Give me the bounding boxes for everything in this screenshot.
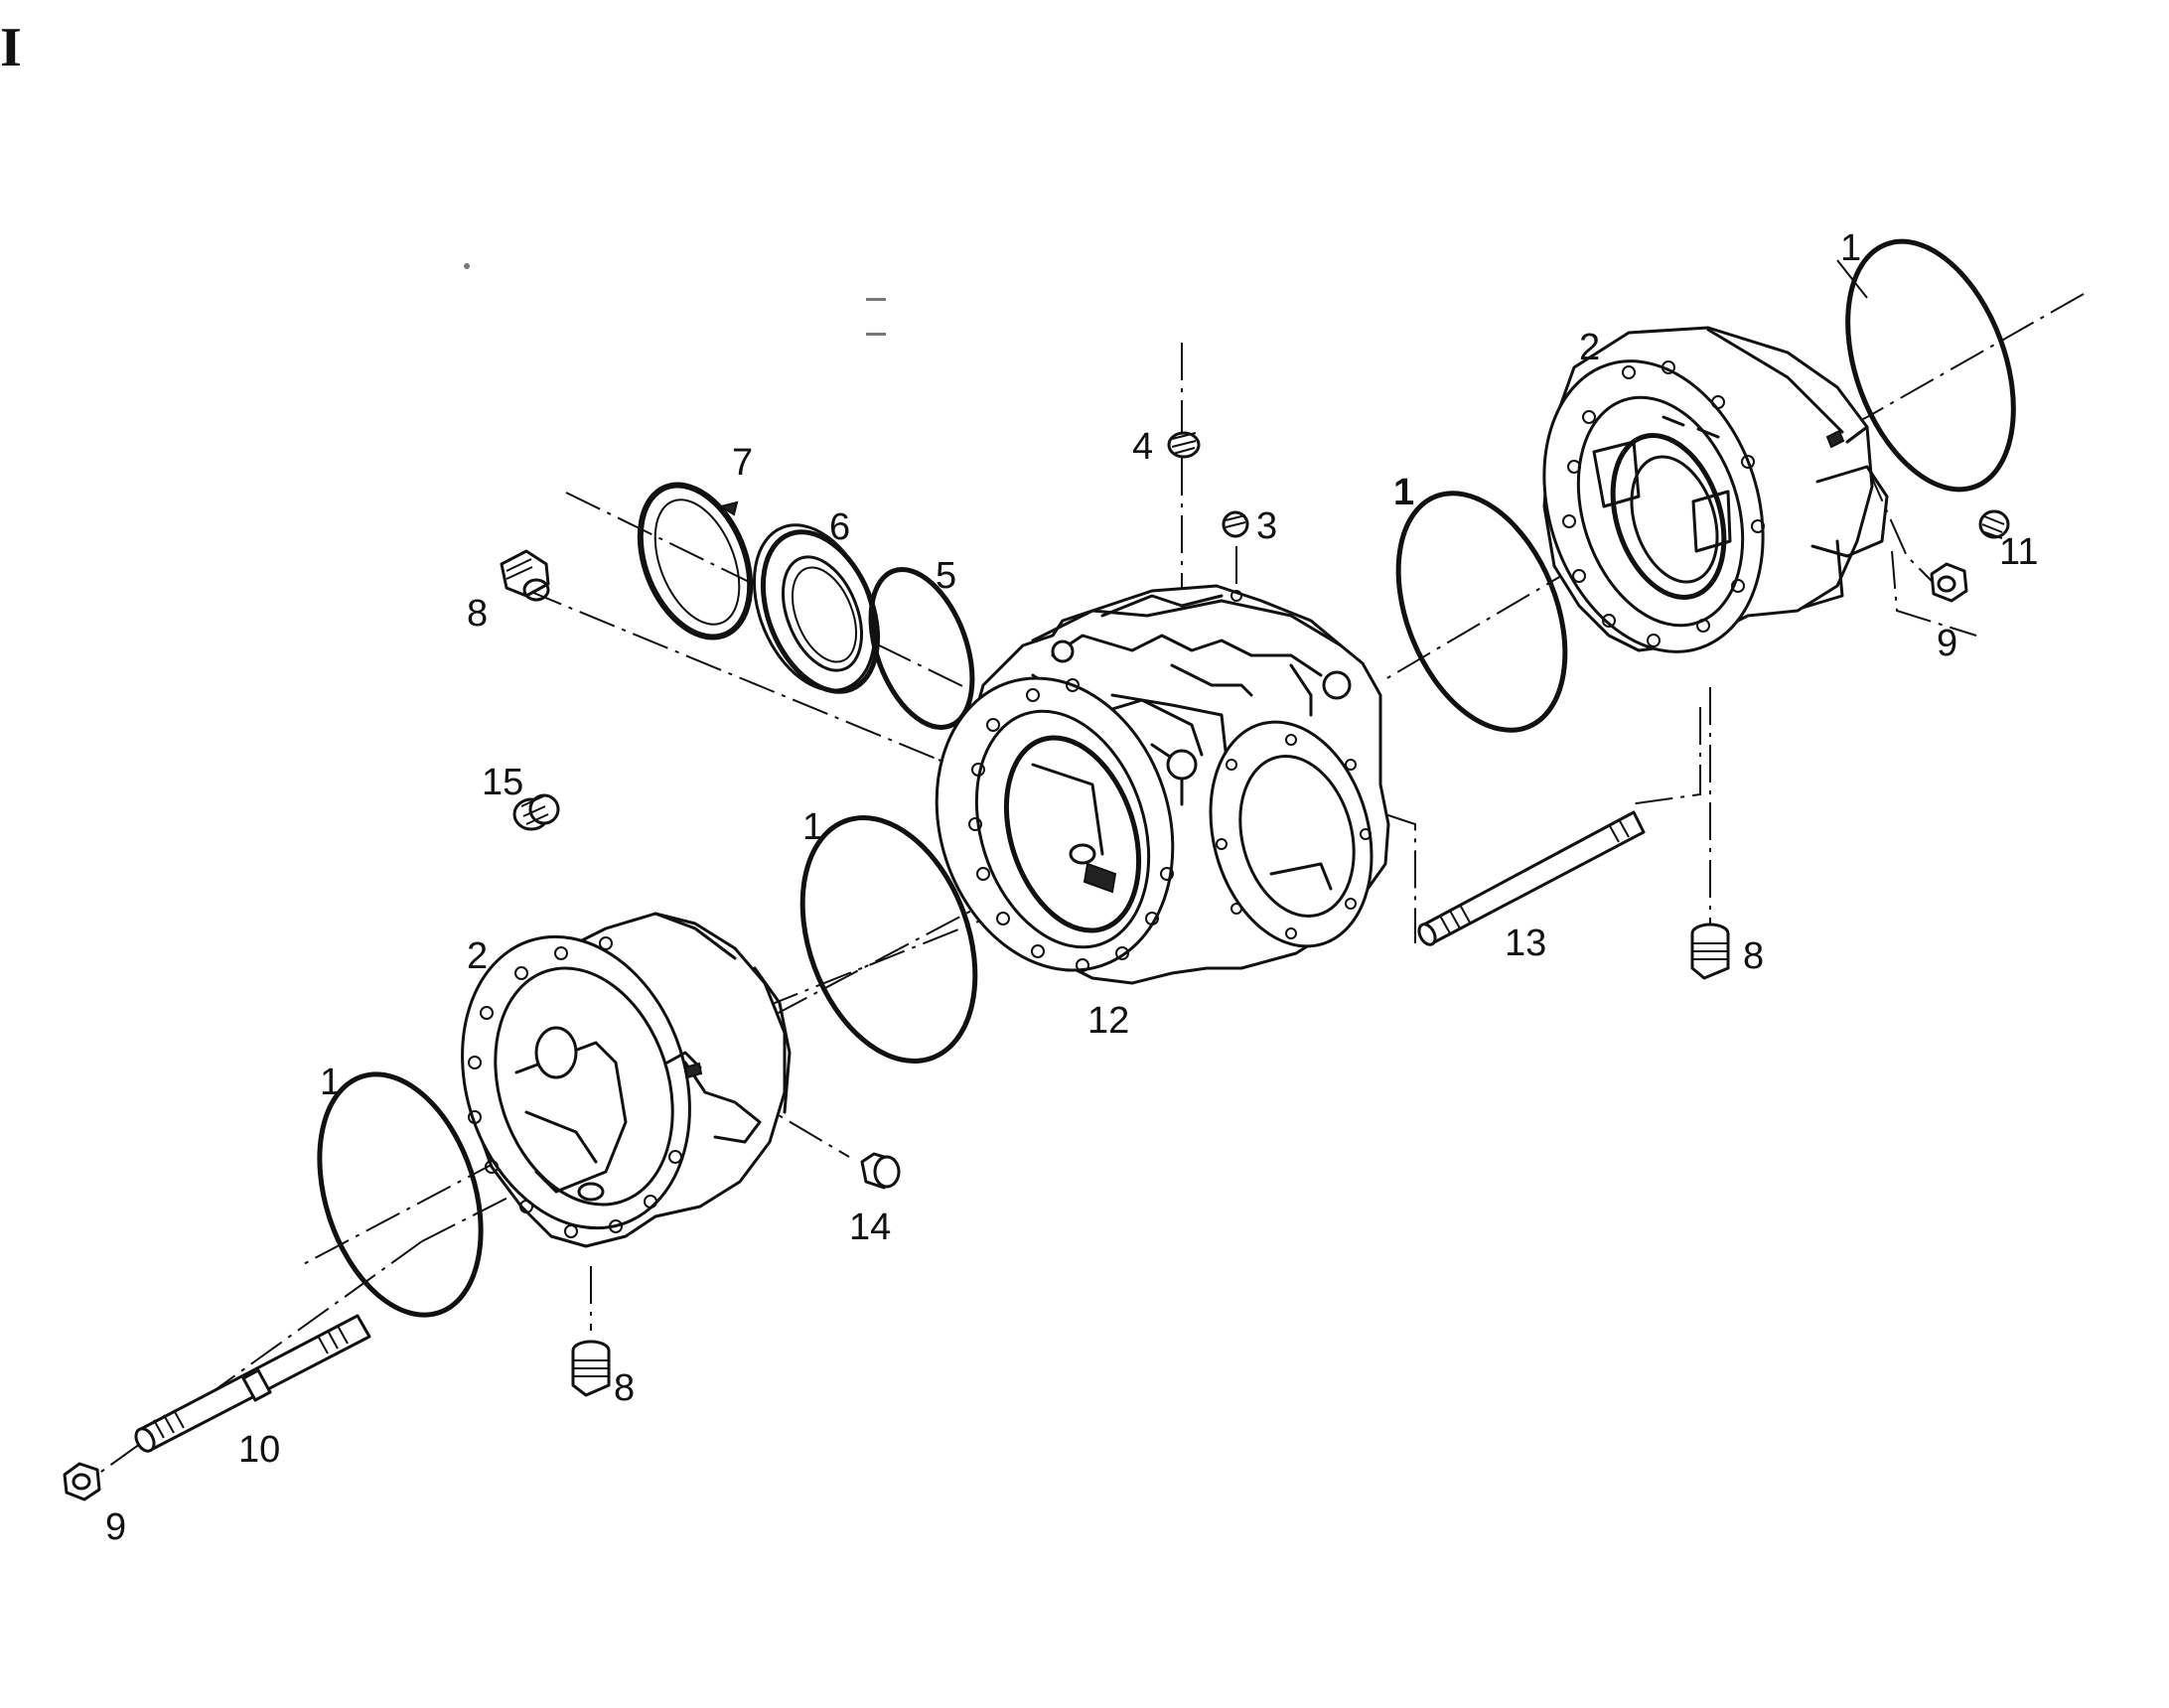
label-ring-right-mid: 1 bbox=[1393, 472, 1414, 513]
label-nut-left: 9 bbox=[105, 1506, 126, 1548]
label-body: 12 bbox=[1087, 1000, 1129, 1042]
label-plug-top-2: 4 bbox=[1132, 426, 1153, 468]
corner-mark: I bbox=[0, 17, 22, 78]
scan-specks bbox=[464, 263, 886, 336]
flange-bolt-holes-right bbox=[1216, 734, 1372, 939]
label-retainer: 7 bbox=[732, 442, 753, 484]
label-nut-right: 9 bbox=[1937, 623, 1957, 664]
plug-item-4 bbox=[1167, 431, 1201, 459]
plug-item-3 bbox=[1222, 510, 1249, 538]
retainer-ring-part bbox=[637, 482, 754, 640]
label-insert: 15 bbox=[482, 762, 523, 803]
label-housing-right: 2 bbox=[1579, 327, 1600, 368]
right-housing-part bbox=[1542, 326, 1889, 653]
label-plug-top: 3 bbox=[1256, 505, 1277, 547]
plug-item-8-left bbox=[500, 549, 550, 602]
label-housing-left: 2 bbox=[467, 935, 488, 977]
stud-item-10 bbox=[134, 1314, 371, 1453]
nut-item-9-left bbox=[63, 1462, 101, 1501]
small-o-ring bbox=[868, 567, 975, 730]
label-seal: 6 bbox=[829, 506, 850, 548]
o-ring-right-top bbox=[1845, 238, 2016, 493]
label-oring-small: 5 bbox=[936, 555, 956, 597]
label-ring-left: 1 bbox=[320, 1062, 341, 1103]
seal-part bbox=[752, 523, 881, 694]
part-labels: 1 2 1 11 9 4 3 7 6 5 8 15 1 2 12 13 8 1 … bbox=[105, 227, 2038, 1548]
left-housing-part bbox=[461, 912, 792, 1248]
label-bolt: 14 bbox=[849, 1207, 891, 1248]
flange-bolt-holes-left bbox=[968, 678, 1174, 972]
label-ring-right-top: 1 bbox=[1840, 227, 1861, 269]
screw-item-11 bbox=[1978, 509, 2010, 539]
insert-item-15 bbox=[512, 793, 560, 831]
label-plug-right: 8 bbox=[1743, 935, 1764, 977]
label-stud-long: 10 bbox=[238, 1429, 280, 1471]
label-ring-center: 1 bbox=[802, 806, 823, 848]
label-screw-right: 11 bbox=[1999, 531, 2038, 573]
o-ring-right-mid bbox=[1395, 491, 1568, 733]
plug-item-8-bottom bbox=[571, 1340, 611, 1397]
bolt-item-14 bbox=[860, 1152, 901, 1190]
leader-lines bbox=[1836, 259, 1868, 299]
label-stud-short: 13 bbox=[1505, 923, 1546, 964]
plug-item-8-right bbox=[1690, 923, 1730, 980]
nut-item-9-right bbox=[1930, 562, 1968, 603]
o-ring-center bbox=[799, 815, 978, 1064]
label-plug-bottom: 8 bbox=[614, 1367, 635, 1409]
stud-item-13 bbox=[1417, 810, 1646, 946]
label-plug-left: 8 bbox=[467, 593, 488, 635]
o-ring-left bbox=[317, 1071, 484, 1318]
main-body-part bbox=[935, 584, 1390, 985]
